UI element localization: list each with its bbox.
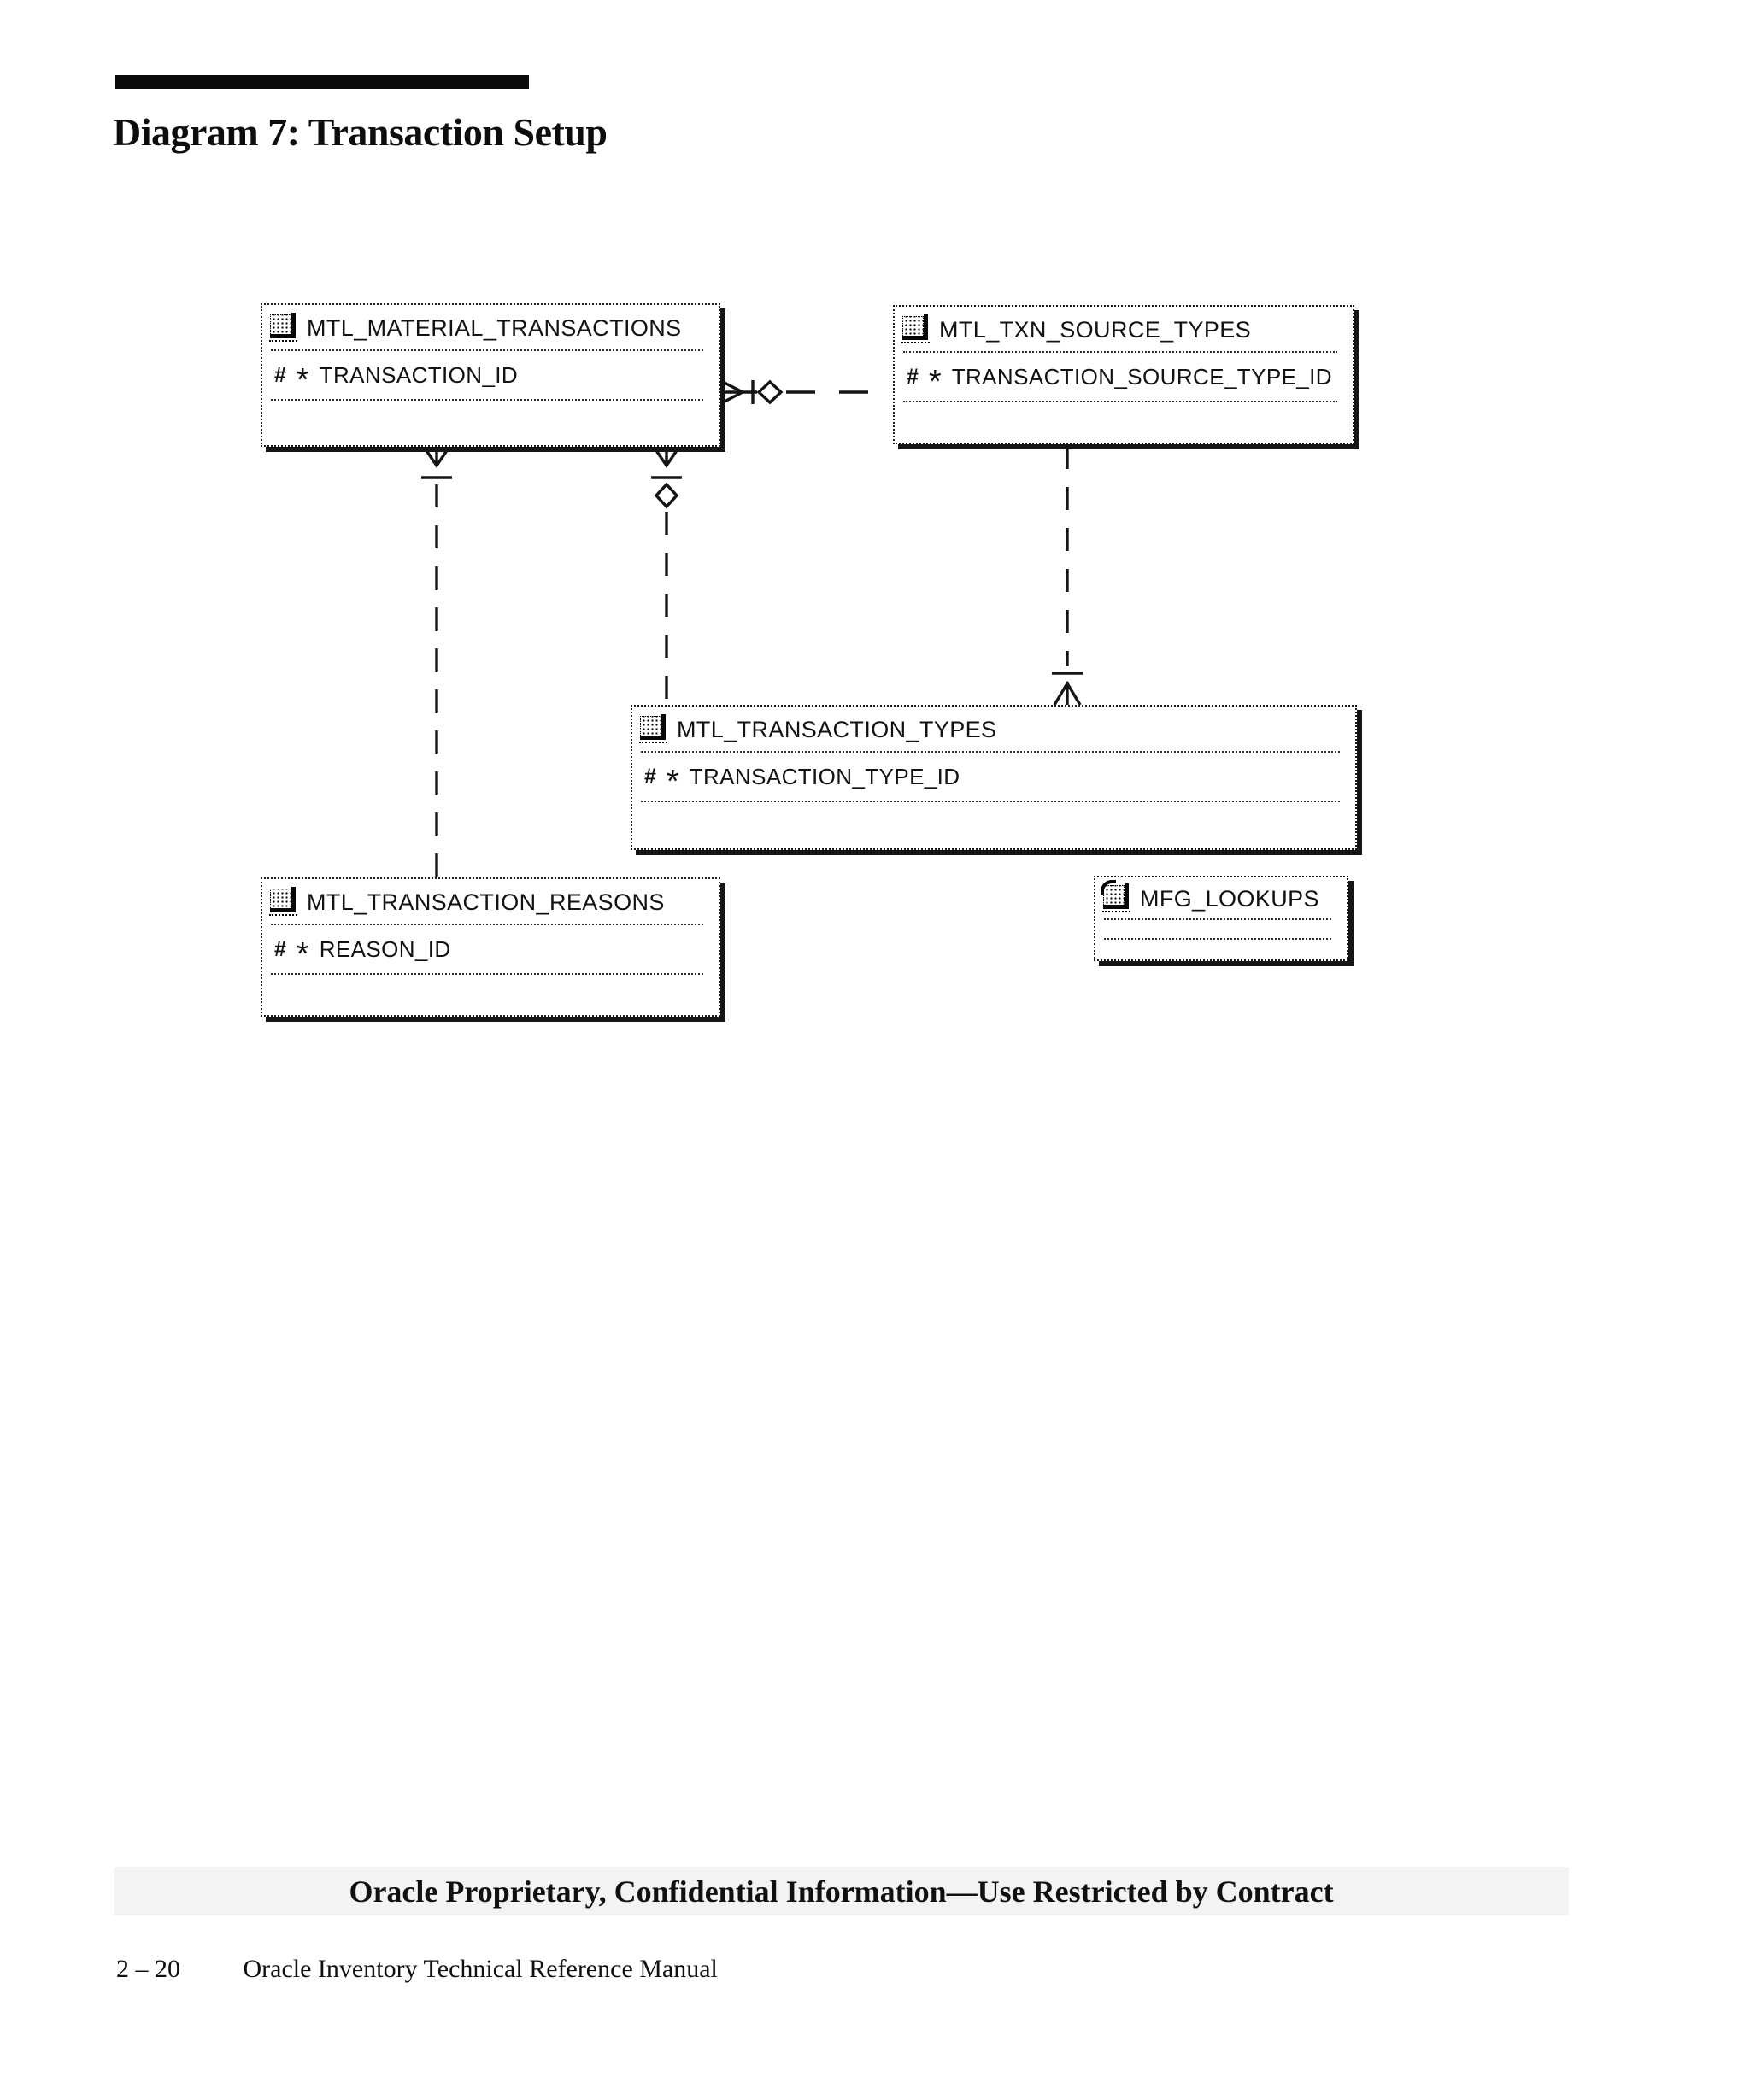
- attribute-name: REASON_ID: [319, 936, 451, 962]
- entity-separator: [1104, 938, 1331, 940]
- entity-separator: [903, 351, 1337, 353]
- attribute-name: TRANSACTION_ID: [319, 361, 519, 388]
- table-icon: [269, 886, 300, 918]
- entity-separator: [271, 973, 703, 975]
- entity-separator: [271, 349, 703, 351]
- entity-separator: [641, 801, 1340, 802]
- entity-mtl-transaction-reasons: MTL_TRANSACTION_REASONS # * REASON_ID: [261, 877, 720, 1017]
- entity-mtl-txn-source-types: MTL_TXN_SOURCE_TYPES # * TRANSACTION_SOU…: [893, 305, 1354, 444]
- entity-separator: [271, 399, 703, 401]
- entity-header: MTL_TXN_SOURCE_TYPES: [895, 307, 1353, 351]
- entity-attribute-row: # * TRANSACTION_SOURCE_TYPE_ID: [907, 363, 1332, 400]
- entity-mfg-lookups: MFG_LOOKUPS: [1094, 876, 1348, 961]
- entity-separator: [903, 401, 1337, 402]
- confidential-text: Oracle Proprietary, Confidential Informa…: [349, 1874, 1334, 1909]
- page-number: 2 – 20: [116, 1955, 180, 1983]
- entity-header: MTL_MATERIAL_TRANSACTIONS: [262, 305, 719, 349]
- relationship-material-to-reasons: [421, 446, 452, 877]
- primary-key-marker: #: [274, 936, 286, 961]
- entity-name: MTL_MATERIAL_TRANSACTIONS: [307, 314, 682, 341]
- primary-key-marker: #: [644, 764, 656, 789]
- relationship-source-types-to-transaction-types: [1052, 446, 1083, 706]
- confidential-band: Oracle Proprietary, Confidential Informa…: [114, 1867, 1569, 1915]
- entity-attribute-row: # * REASON_ID: [274, 936, 451, 972]
- entity-separator: [1104, 918, 1331, 920]
- page-footer: 2 – 20 Oracle Inventory Technical Refere…: [116, 1955, 718, 1984]
- primary-key-marker: #: [907, 364, 919, 389]
- manual-title: Oracle Inventory Technical Reference Man…: [243, 1955, 718, 1983]
- entity-name: MTL_TXN_SOURCE_TYPES: [939, 316, 1252, 343]
- title-rule: [115, 75, 529, 89]
- table-icon: [901, 314, 932, 346]
- attribute-name: TRANSACTION_TYPE_ID: [689, 763, 960, 789]
- entity-mtl-material-transactions: MTL_MATERIAL_TRANSACTIONS # * TRANSACTIO…: [261, 303, 720, 447]
- primary-key-marker: #: [274, 362, 286, 387]
- entity-separator: [641, 751, 1340, 753]
- table-icon: [269, 312, 300, 344]
- entity-separator: [271, 924, 703, 925]
- relationship-material-to-transaction-types: [651, 446, 682, 706]
- table-icon: [639, 713, 670, 746]
- entity-name: MTL_TRANSACTION_TYPES: [677, 716, 997, 742]
- relationship-material-to-source-types: [719, 378, 892, 406]
- entity-mtl-transaction-types: MTL_TRANSACTION_TYPES # * TRANSACTION_TY…: [631, 705, 1357, 850]
- entity-header: MTL_TRANSACTION_REASONS: [262, 879, 719, 924]
- attribute-name: TRANSACTION_SOURCE_TYPE_ID: [951, 363, 1332, 390]
- entity-attribute-row: # * TRANSACTION_ID: [274, 361, 519, 398]
- page-title: Diagram 7: Transaction Setup: [113, 110, 608, 154]
- entity-header: MFG_LOOKUPS: [1095, 877, 1347, 918]
- entity-name: MTL_TRANSACTION_REASONS: [307, 889, 665, 915]
- entity-attribute-row: # * TRANSACTION_TYPE_ID: [644, 763, 960, 800]
- view-icon: [1101, 880, 1133, 915]
- entity-header: MTL_TRANSACTION_TYPES: [632, 707, 1355, 751]
- entity-empty-row: [1095, 920, 1347, 938]
- entity-name: MFG_LOOKUPS: [1140, 885, 1319, 912]
